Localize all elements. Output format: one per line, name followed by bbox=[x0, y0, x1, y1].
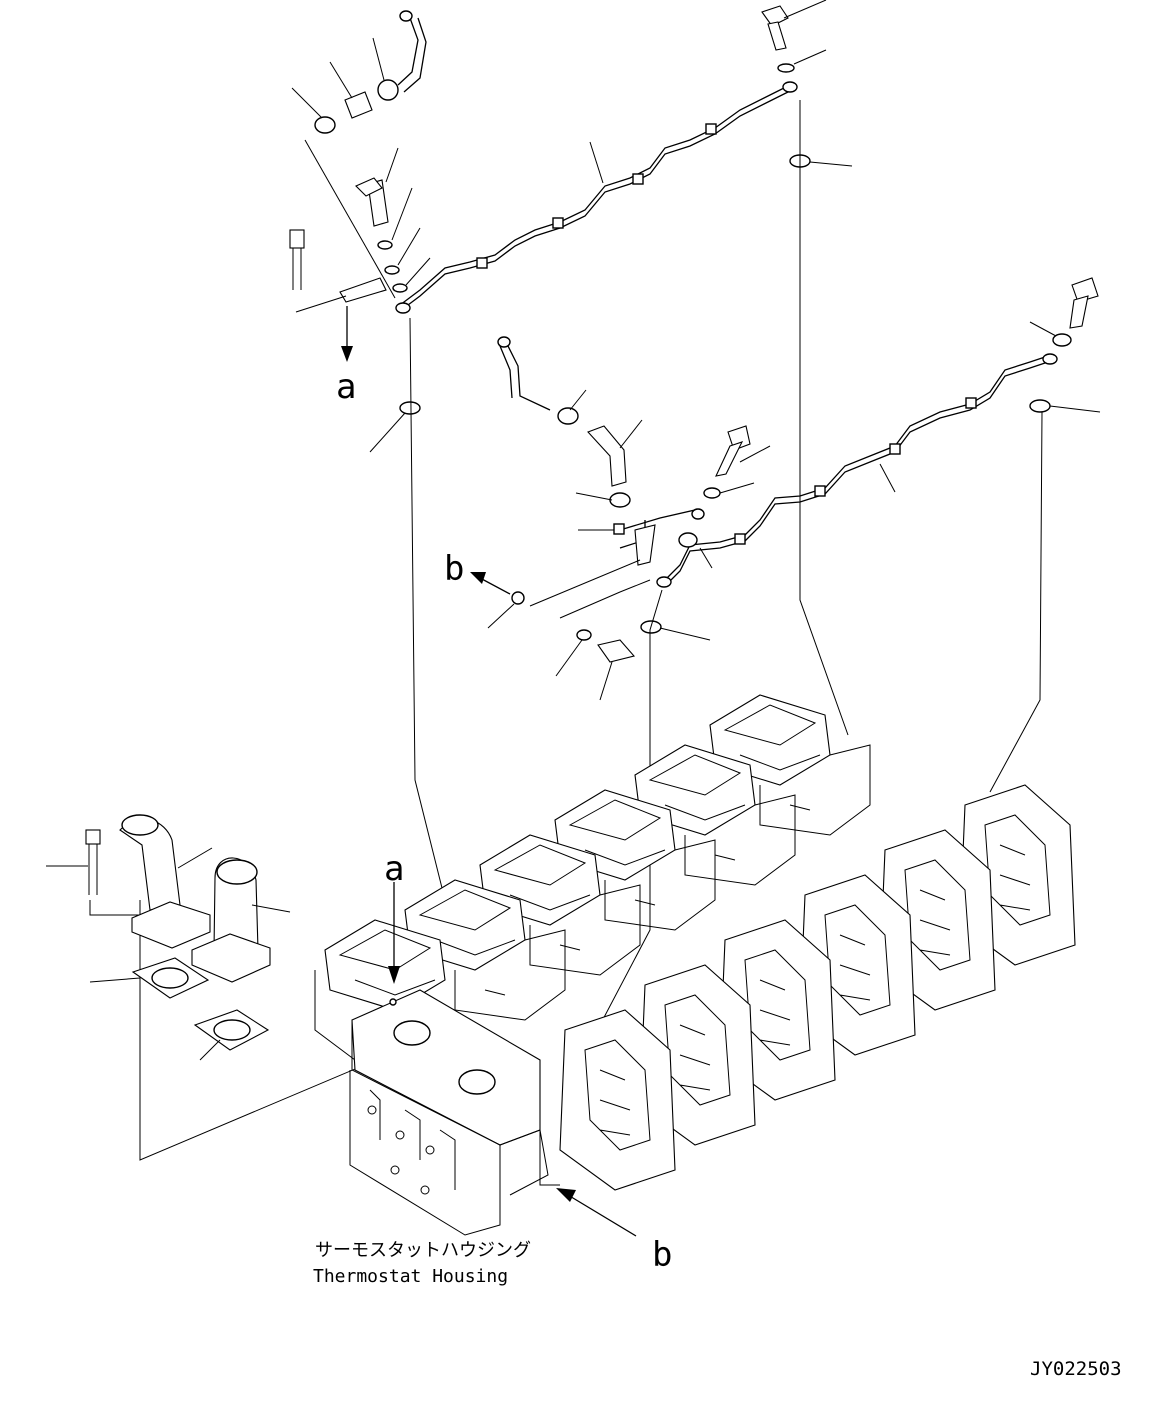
caption-japanese: サーモスタットハウジング bbox=[315, 1240, 531, 1261]
caption-english: Thermostat Housing bbox=[313, 1266, 508, 1287]
upper-tube-assembly bbox=[289, 0, 853, 453]
callout-b-bottom: b bbox=[652, 1235, 672, 1275]
thermostat-housing bbox=[349, 882, 637, 1237]
callout-a-top: a bbox=[336, 367, 356, 407]
cylinder-heads-upper-row bbox=[314, 694, 871, 1061]
lower-tube-assembly bbox=[470, 277, 1101, 701]
outlet-elbows bbox=[46, 814, 291, 1061]
drawing-number: JY022503 bbox=[1030, 1358, 1122, 1380]
callout-b-left: b bbox=[444, 549, 464, 589]
cylinder-heads-lower-row bbox=[559, 784, 1076, 1191]
callout-a-bottom: a bbox=[384, 849, 404, 889]
